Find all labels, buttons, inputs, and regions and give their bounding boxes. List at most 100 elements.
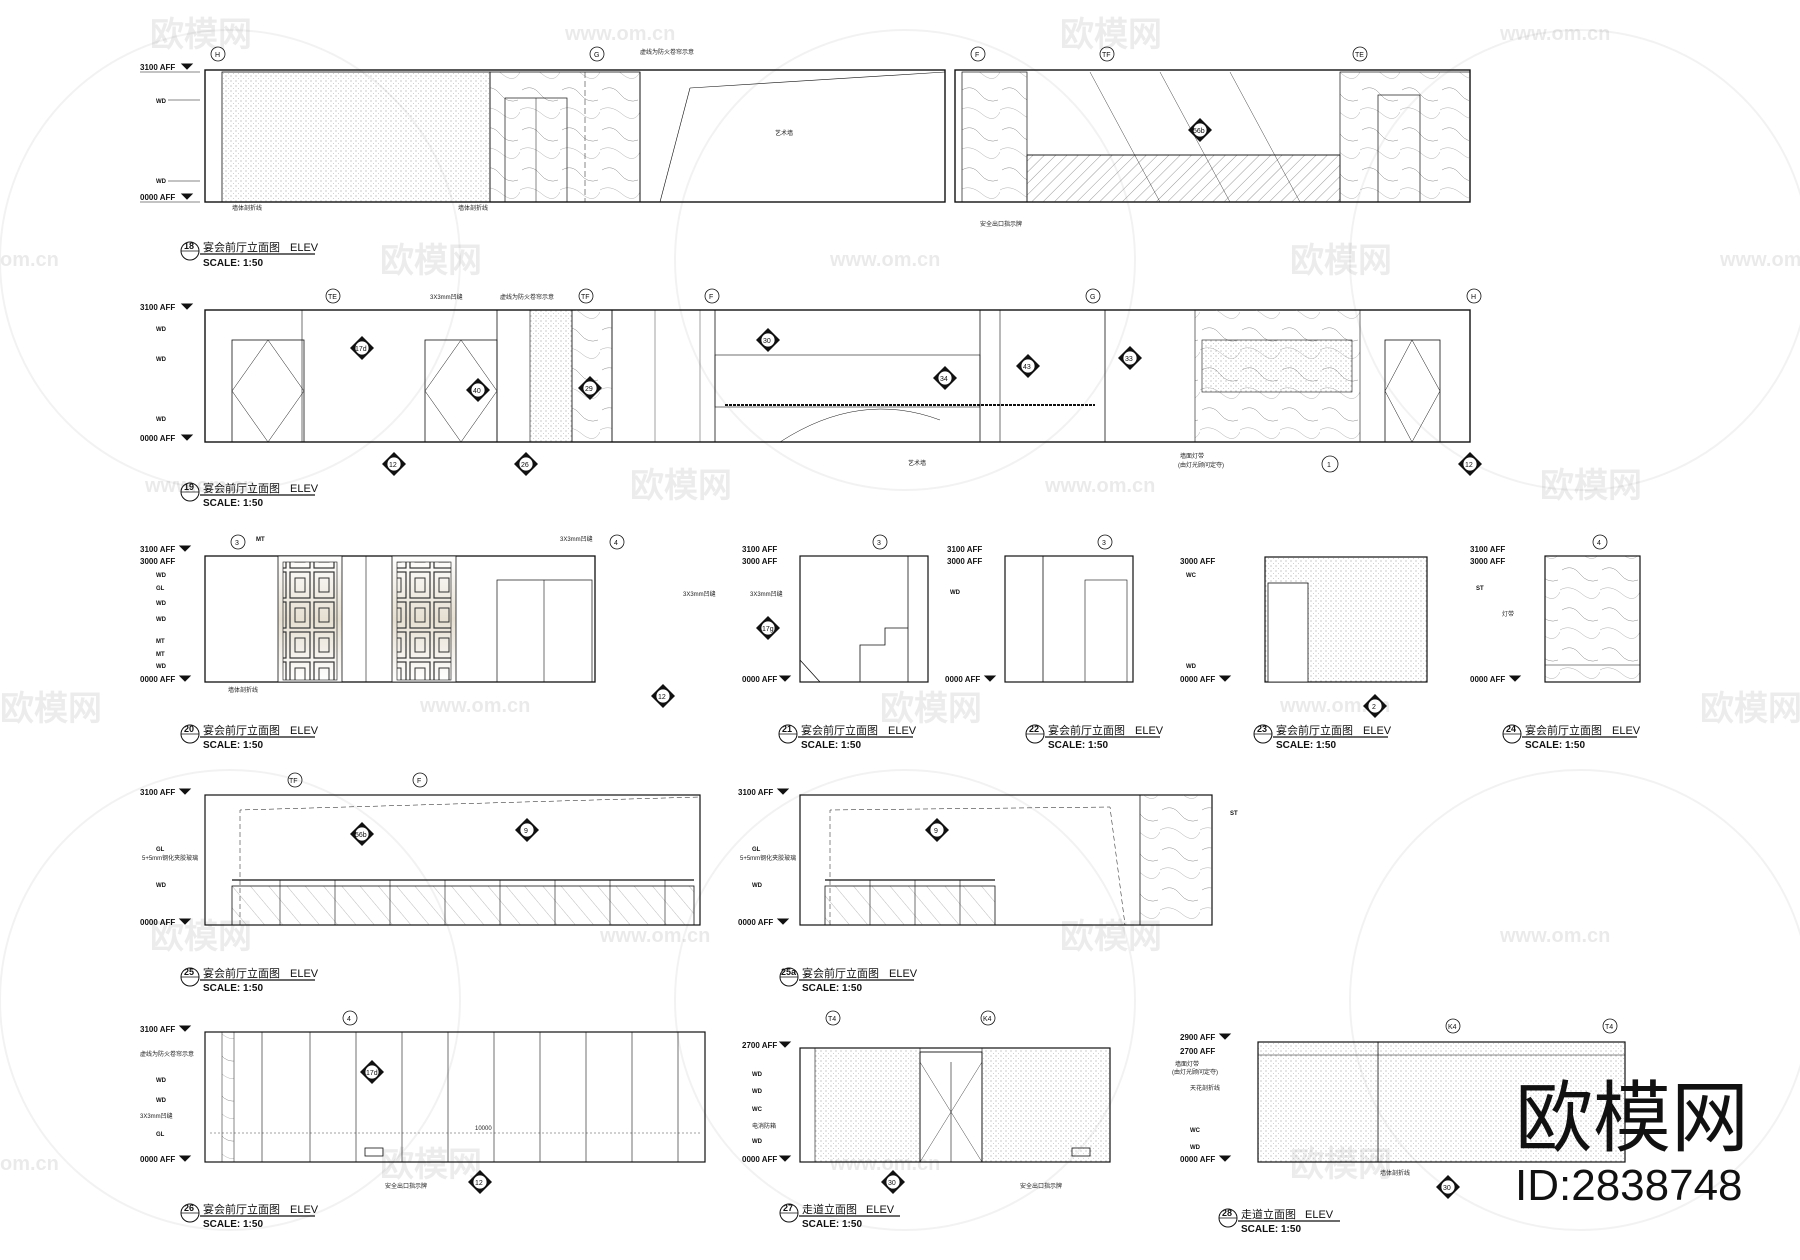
drawing-scale: SCALE: 1:50	[1048, 740, 1108, 751]
drawing-scale: SCALE: 1:50	[203, 498, 263, 509]
exit-sign-note: 安全出口指示牌	[385, 1182, 427, 1190]
elevation-19: 3100 AFF 0000 AFF WD WD WD	[140, 288, 1482, 509]
art-wall-note: 艺术墙	[908, 459, 926, 467]
line-note: 3X3mm凹缝	[560, 535, 593, 543]
material-tag: WD	[156, 1098, 167, 1104]
watermark-row-1: 欧模网 www.om.cn 欧模网 www.om.cn	[150, 16, 1610, 54]
elevation-28: 2900 AFF 2700 AFF 0000 AFF 墙面灯带 (由灯光顾问定夺…	[1172, 1018, 1626, 1235]
drawing-scale: SCALE: 1:50	[203, 740, 263, 751]
elevation-18: 3100 AFF 0000 AFF WD WD 艺术墙	[140, 46, 1471, 269]
section-bubble: 40	[473, 388, 481, 395]
level-label: 0000 AFF	[140, 193, 175, 202]
grid-label: K4	[1448, 1024, 1457, 1031]
material-tag: WD	[752, 883, 763, 889]
drawing-title: 宴会前厅立面图	[203, 240, 280, 254]
brand-stamp: 欧模网 ID:2838748	[1515, 1074, 1749, 1210]
brand-id: ID:2838748	[1515, 1161, 1743, 1210]
level-label: 0000 AFF	[1180, 675, 1215, 684]
material-tag: ST	[1476, 586, 1484, 592]
grid-label: 4	[614, 540, 618, 547]
grid-label: TF	[1102, 52, 1111, 59]
wall-cut-note: 墙体剖折线	[458, 204, 488, 212]
section-bubble: 29	[585, 386, 593, 393]
level-label: 0000 AFF	[140, 675, 175, 684]
level-label: 3100 AFF	[140, 303, 175, 312]
grid-label: F	[975, 52, 979, 59]
ceiling-cut-note: 天花剖折线	[1190, 1084, 1220, 1092]
drawing-scale: SCALE: 1:50	[203, 1219, 263, 1230]
fire-roll-note: 虚线为防火卷帘示意	[640, 48, 694, 56]
drawing-title: 宴会前厅立面图	[203, 723, 280, 737]
drawing-number: 21	[782, 724, 792, 734]
watermark-url: www.om.cn	[144, 475, 255, 497]
section-bubble: 17d	[355, 346, 367, 353]
level-label: 3000 AFF	[742, 557, 777, 566]
level-label: 0000 AFF	[1470, 675, 1505, 684]
grid-label: TE	[1355, 52, 1364, 59]
drawing-title: 宴会前厅立面图	[801, 723, 878, 737]
drawing-number: 28	[1222, 1208, 1232, 1218]
elevation-23: 3000 AFF 0000 AFF WC WD 2 23 宴会前厅立面图 ELE…	[1180, 556, 1428, 751]
watermark-brand: 欧模网	[150, 16, 252, 54]
watermark-url: www.om.cn	[1279, 695, 1390, 717]
grid-label: K4	[983, 1016, 992, 1023]
material-tag: WD	[950, 590, 961, 596]
section-bubble: 30	[888, 1180, 896, 1187]
drawing-scale: SCALE: 1:50	[801, 740, 861, 751]
drawing-number: 27	[783, 1203, 793, 1213]
line-note: 3X3mm凹缝	[750, 590, 783, 598]
section-bubble: 9	[934, 828, 938, 835]
material-tag: WD	[752, 1089, 763, 1095]
drawing-title: 走道立面图	[802, 1202, 857, 1216]
watermark-url: www.om.cn	[564, 23, 675, 45]
watermark-row-4: 欧模网 www.om.cn 欧模网 www.om.cn 欧模网	[0, 690, 1800, 728]
grid-label: G	[594, 52, 599, 59]
fire-roll-note: 虚线为防火卷帘示意	[500, 293, 554, 301]
elevation-21: 3100 AFF 3000 AFF 0000 AFF 3 17g 3X3mm凹缝…	[742, 534, 929, 751]
drawing-elev: ELEV	[889, 968, 918, 980]
drawing-number: 25	[184, 967, 194, 977]
drawing-elev: ELEV	[290, 968, 319, 980]
grid-label: TF	[581, 294, 590, 301]
level-label: 0000 AFF	[1180, 1155, 1215, 1164]
section-bubble: 17d	[366, 1070, 378, 1077]
section-bubble: 1	[1327, 462, 1331, 469]
material-tag: WD	[156, 99, 167, 105]
line-note: 3X3mm凹缝	[683, 590, 716, 598]
drawing-number: 23	[1257, 724, 1267, 734]
drawing-title: 宴会前厅立面图	[1276, 723, 1353, 737]
level-label: 3000 AFF	[140, 557, 175, 566]
drawing-title: 宴会前厅立面图	[203, 1202, 280, 1216]
watermark-brand: 欧模网	[630, 467, 732, 505]
light-box-note: 墙面灯带	[1175, 1060, 1199, 1068]
drawing-elev: ELEV	[290, 725, 319, 737]
level-label: 3100 AFF	[140, 788, 175, 797]
material-tag: WD	[156, 617, 167, 623]
grid-label: 4	[347, 1016, 351, 1023]
drawing-elev: ELEV	[1612, 725, 1641, 737]
grid-label: TF	[289, 778, 298, 785]
material-tag: WD	[156, 601, 167, 607]
drawing-title-28: 28 走道立面图 ELEV SCALE: 1:50	[1218, 1207, 1340, 1235]
fire-roll-note: 虚线为防火卷帘示意	[140, 1050, 194, 1058]
material-tag: WD	[156, 573, 167, 579]
watermark-arcs	[0, 29, 1800, 1231]
glass-note: 5+5mm钢化夹胶玻璃	[142, 854, 198, 862]
watermark-url: www.om.cn	[1044, 475, 1155, 497]
grid-label: H	[215, 52, 220, 59]
grid-label: F	[709, 294, 713, 301]
fire-box-note: 电消防箱	[752, 1122, 776, 1130]
drawing-title: 宴会前厅立面图	[1525, 723, 1602, 737]
drawing-number: 18	[184, 241, 194, 251]
drawing-number: 20	[184, 724, 194, 734]
watermark-brand: 欧模网	[380, 242, 482, 280]
watermark-row-5: 欧模网 www.om.cn 欧模网 www.om.cn	[150, 918, 1610, 956]
material-tag: GL	[156, 1132, 165, 1138]
material-tag: WC	[752, 1107, 763, 1113]
watermark-brand: 欧模网	[880, 690, 982, 728]
drawing-title-21: 21 宴会前厅立面图 ELEV SCALE: 1:50	[778, 723, 917, 751]
material-tag: GL	[156, 586, 165, 592]
material-tag: MT	[256, 537, 265, 543]
level-label: 3000 AFF	[1180, 557, 1215, 566]
